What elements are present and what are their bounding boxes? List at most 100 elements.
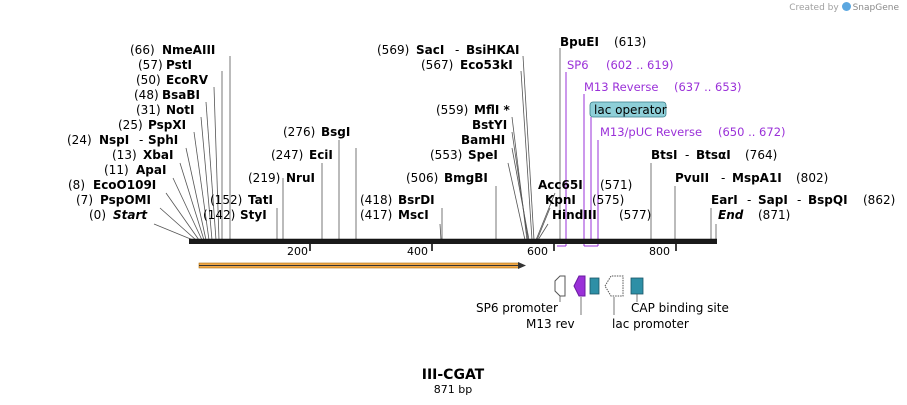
site-pos-noti: (31) <box>136 103 161 117</box>
site-pos-end: (871) <box>758 208 790 222</box>
svg-text:(48)BsaBI: (48)BsaBI <box>134 88 200 102</box>
map-title: III-CGAT <box>422 367 485 383</box>
primer-m13-reverse-range: (637 .. 653) <box>674 80 742 94</box>
snapgene-logo-icon <box>841 2 851 11</box>
site-pos-eari: (862) <box>863 193 895 207</box>
svg-text:(152)TatI: (152) TatI <box>210 193 273 207</box>
site-pos-ecoo109i: (8) <box>68 178 85 192</box>
site-mfli: MflI * <box>474 103 510 117</box>
site-msci: MscI <box>398 208 429 222</box>
site-bsabi: BsaBI <box>162 88 200 102</box>
site-noti: NotI <box>166 103 195 117</box>
svg-text:(66)NmeAIII: (66)NmeAIII <box>130 43 215 57</box>
svg-text:(559)MflI *: (559)MflI * <box>436 103 510 117</box>
site-tati: TatI <box>248 193 273 207</box>
site-pos-pspompi: (7) <box>76 193 93 207</box>
site-kpni: KpnI <box>545 193 576 207</box>
label-sp6-promoter: SP6 promoter <box>476 301 558 315</box>
credit-brand: SnapGene <box>852 3 899 13</box>
credit-prefix: Created by <box>789 3 839 13</box>
svg-text:(417)MscI: (417) MscI <box>360 208 429 222</box>
svg-text:End(871): End (871) <box>718 208 790 222</box>
svg-text:(553)SpeI: (553)SpeI <box>430 148 498 162</box>
feature-cap-binding-site[interactable] <box>630 277 644 295</box>
svg-text:(25)PspXI: (25) PspXI <box>118 118 186 132</box>
feature-lac-promoter[interactable] <box>604 275 624 297</box>
site-sphi: SphI <box>148 133 178 147</box>
site-pos-nmeaiii: (66) <box>130 43 155 57</box>
site-pos-msci: (417) <box>360 208 392 222</box>
svg-text:(219)NruI: (219) NruI <box>248 171 315 185</box>
label-cap-binding-site: CAP binding site <box>631 301 729 315</box>
svg-text:PvuII-MspA1I(802): PvuII-MspA1I(802) <box>675 171 828 185</box>
site-eari: EarI <box>711 193 738 207</box>
feature-m13-rev[interactable] <box>573 275 586 297</box>
site-eco53ki: Eco53kI <box>460 58 513 72</box>
right-site-labels: BpuEI(613) Acc65I(571) KpnI(575) HindIII… <box>538 35 895 222</box>
site-pos-pspxi: (25) <box>118 118 143 132</box>
svg-text:KpnI(575): KpnI(575) <box>545 193 624 207</box>
svg-text:(247)EciI: (247)EciI <box>271 148 333 162</box>
svg-text:BtsI-BtsαI(764): BtsI-BtsαI(764) <box>651 148 777 162</box>
lac-operator-text: lac operator <box>594 103 667 117</box>
svg-text:(8)EcoO109I: (8)EcoO109I <box>68 178 156 192</box>
snapgene-credit: Created by SnapGene <box>789 2 899 13</box>
site-pos-xbai: (13) <box>112 148 137 162</box>
site-nrui: NruI <box>286 171 315 185</box>
site-pos-psti: (57) <box>138 58 163 72</box>
site-pspompi: PspOMI <box>100 193 151 207</box>
ruler-label-400: 400 <box>407 245 428 258</box>
site-bstyi: BstYI <box>472 118 507 132</box>
site-end: End <box>718 208 744 222</box>
site-pos-nrui: (219) <box>248 171 280 185</box>
site-start: Start <box>113 208 148 222</box>
site-btsai: BtsαI <box>696 148 731 162</box>
site-pos-bsabi: (48) <box>134 88 159 102</box>
site-pos-btsi: (764) <box>745 148 777 162</box>
svg-text:BpuEI(613): BpuEI(613) <box>560 35 646 49</box>
svg-text:(142)StyI: (142)StyI <box>203 208 267 222</box>
left-site-labels: (66)NmeAIII (57)PstI (50) EcoRV (48)BsaBI… <box>67 43 215 222</box>
site-bpuei: BpuEI <box>560 35 599 49</box>
feature-sp6-promoter[interactable] <box>554 275 566 297</box>
dna-backbone <box>189 239 717 244</box>
site-bmgbi: BmgBI <box>444 171 488 185</box>
svg-text:(11)ApaI: (11)ApaI <box>104 163 166 177</box>
site-pos-tati: (152) <box>210 193 242 207</box>
site-bspqi: BspQI <box>808 193 848 207</box>
label-lac-promoter: lac promoter <box>612 317 689 331</box>
primer-connectors <box>557 72 599 247</box>
feature-lac-operator-box[interactable] <box>589 277 600 295</box>
site-bamhi: BamHI <box>461 133 505 147</box>
svg-text:M13/pUC Reverse(650 .. 672): M13/pUC Reverse(650 .. 672) <box>600 125 786 139</box>
svg-text:SP6(602 .. 619): SP6(602 .. 619) <box>567 58 674 72</box>
ruler-label-200: 200 <box>287 245 308 258</box>
ruler-label-600: 600 <box>527 245 548 258</box>
svg-text:(50)EcoRV: (50) EcoRV <box>136 73 209 87</box>
svg-text:(0)Start: (0)Start <box>89 208 148 222</box>
site-pos-saci: (569) <box>377 43 409 57</box>
svg-text:M13 Reverse(637 .. 653): M13 Reverse (637 .. 653) <box>584 80 742 94</box>
svg-text:(57)PstI: (57)PstI <box>138 58 192 72</box>
primer-sp6: SP6 <box>567 58 589 72</box>
site-pos-eco53ki: (567) <box>421 58 453 72</box>
svg-text:(276)BsgI: (276)BsgI <box>283 125 350 139</box>
site-btsi: BtsI <box>651 148 678 162</box>
primer-m13-reverse: M13 Reverse <box>584 80 658 94</box>
site-pspxi: PspXI <box>148 118 186 132</box>
site-ecorv: EcoRV <box>166 73 209 87</box>
site-ecii: EciI <box>309 148 333 162</box>
site-xbai: XbaI <box>143 148 173 162</box>
lac-operator-label[interactable]: lac operator <box>589 101 667 118</box>
svg-text:(567)Eco53kI: (567) Eco53kI <box>421 58 513 72</box>
site-hindiii: HindIII <box>552 208 597 222</box>
site-acc65i: Acc65I <box>538 178 583 192</box>
svg-text:Acc65I(571): Acc65I(571) <box>538 178 632 192</box>
site-pos-ecorv: (50) <box>136 73 161 87</box>
svg-text:(506)BmgBI: (506)BmgBI <box>406 171 488 185</box>
site-bsrdi: BsrDI <box>398 193 435 207</box>
site-pos-pvuii: (802) <box>796 171 828 185</box>
site-mspa1i: MspA1I <box>732 171 782 185</box>
orf-arrow[interactable] <box>198 262 526 269</box>
